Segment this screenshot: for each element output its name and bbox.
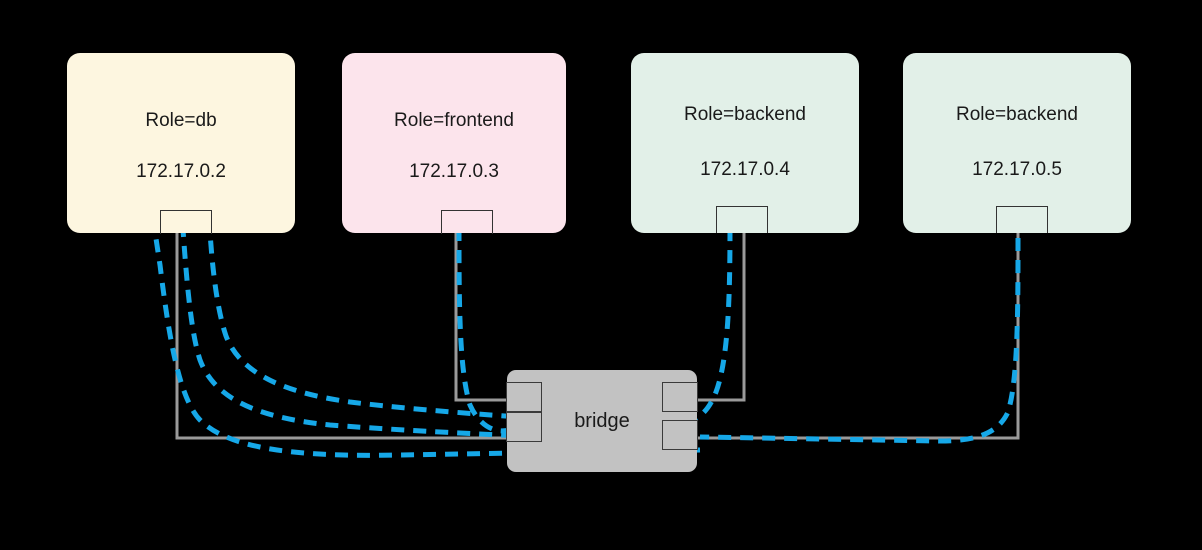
node-backend-2-port-stub — [996, 206, 1048, 233]
node-frontend[interactable]: Role=frontend 172.17.0.3 — [342, 53, 566, 234]
guide-backend-1 — [697, 230, 746, 402]
node-backend-2[interactable]: Role=backend 172.17.0.5 — [903, 53, 1131, 233]
node-db[interactable]: Role=db 172.17.0.2 — [67, 53, 295, 234]
node-frontend-ip: 172.17.0.3 — [409, 161, 499, 182]
node-frontend-role: Role=frontend — [394, 110, 514, 131]
node-backend-1-port-stub — [716, 206, 768, 233]
node-backend-1[interactable]: Role=backend 172.17.0.4 — [631, 53, 859, 233]
bridge-right-port-upper — [662, 382, 698, 412]
node-backend-2-role: Role=backend — [955, 104, 1078, 125]
guide-backend-2 — [697, 233, 1020, 440]
node-db-role: Role=db — [145, 110, 217, 131]
node-db-ip: 172.17.0.2 — [136, 161, 226, 182]
node-frontend-port-stub — [441, 210, 493, 234]
bridge-right-port-lower — [662, 420, 698, 450]
bridge-left-port-upper — [506, 382, 542, 412]
guide-frontend — [454, 230, 510, 402]
node-backend-1-ip: 172.17.0.4 — [700, 159, 790, 180]
bridge-node[interactable]: bridge — [506, 370, 698, 472]
bridge-left-port-lower — [506, 412, 542, 442]
node-backend-1-role: Role=backend — [683, 104, 806, 125]
guide-db — [175, 215, 508, 440]
wire-backend2-to-bridge — [699, 237, 1021, 444]
bridge-label: bridge — [574, 410, 630, 432]
node-backend-2-ip: 172.17.0.5 — [972, 159, 1062, 180]
node-db-port-stub — [160, 210, 212, 234]
